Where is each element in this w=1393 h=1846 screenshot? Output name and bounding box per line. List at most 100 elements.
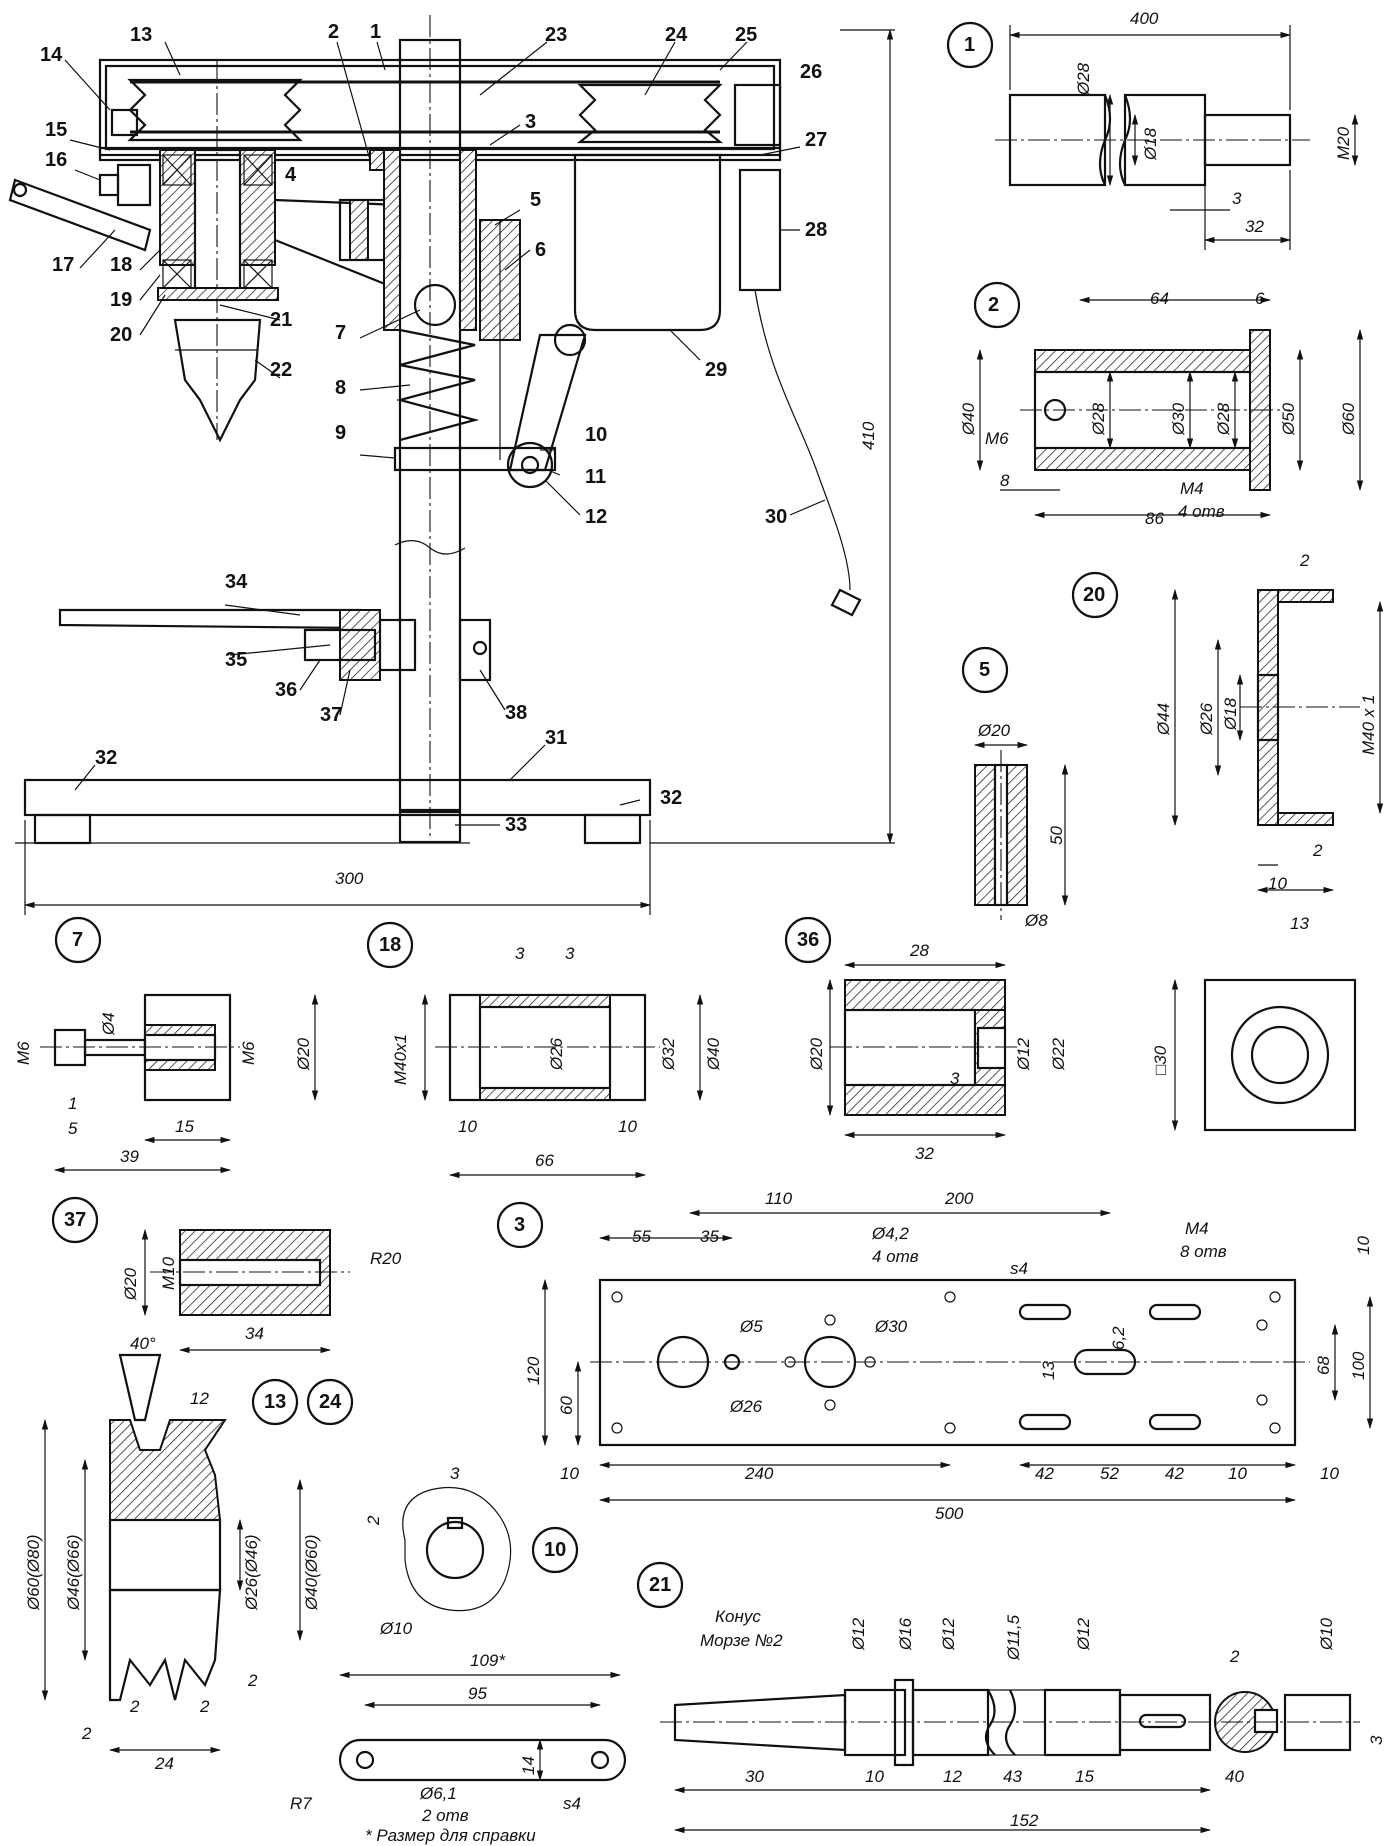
detail-2-id: 2 <box>988 294 1000 316</box>
part-37-label: 37 <box>320 704 343 726</box>
part-34-label: 34 <box>225 571 248 593</box>
detail-2-d28b: Ø28 <box>1214 402 1233 435</box>
detail-36-28: 28 <box>910 941 929 960</box>
detail-21-d12c: Ø12 <box>1074 1617 1093 1650</box>
detail-2-64: 64 <box>1150 289 1169 308</box>
detail-13-d46: Ø46(Ø66) <box>64 1534 83 1610</box>
detail-7-1: 1 <box>68 1094 78 1113</box>
detail-21-morze: Морзе №2 <box>700 1631 783 1650</box>
detail-20-2top: 2 <box>1300 551 1310 570</box>
part-32-right-label: 32 <box>660 787 683 809</box>
detail-36-3: 3 <box>950 1069 960 1088</box>
detail-18-drawing <box>366 921 704 1179</box>
detail-21-d10: Ø10 <box>1317 1617 1336 1650</box>
detail-20-drawing <box>1071 571 1384 894</box>
part-28-label: 28 <box>805 219 828 241</box>
detail-18-d40: Ø40 <box>704 1037 723 1070</box>
detail-18-id: 18 <box>379 934 402 956</box>
detail-2-d40: Ø40 <box>959 402 978 435</box>
detail-20-d26: Ø26 <box>1197 702 1216 735</box>
detail-21-d12b: Ø12 <box>939 1617 958 1650</box>
detail-18-10a: 10 <box>458 1117 477 1136</box>
part-35-label: 35 <box>225 649 248 671</box>
detail-2-d60: Ø60 <box>1339 402 1358 435</box>
detail-10-drawing <box>338 1486 627 1782</box>
detail-2-m4: M4 <box>1180 479 1204 498</box>
detail-10-note: * Размер для справки <box>365 1826 536 1845</box>
detail-7-id: 7 <box>72 929 84 951</box>
detail-21-d16: Ø16 <box>896 1617 915 1650</box>
detail-7-d20: Ø20 <box>294 1037 313 1070</box>
part-24-label: 24 <box>665 24 688 46</box>
detail-10-r7: R7 <box>290 1794 312 1813</box>
part-20-label: 20 <box>110 324 133 346</box>
detail-13-id: 13 <box>264 1391 287 1413</box>
base-width-dim: 300 <box>335 869 364 888</box>
detail-3-42b: 42 <box>1165 1464 1184 1483</box>
detail-2-m6: M6 <box>985 429 1009 448</box>
detail-3-drawing <box>496 1201 1374 1504</box>
detail-18-3b: 3 <box>565 944 575 963</box>
detail-10-95: 95 <box>468 1684 487 1703</box>
detail-1-d18: Ø18 <box>1141 127 1160 160</box>
detail-5-50: 50 <box>1047 826 1066 845</box>
detail-7-5: 5 <box>68 1119 78 1138</box>
detail-2-drawing <box>973 281 1364 519</box>
detail-13-2a: 2 <box>130 1697 140 1716</box>
detail-3-d5: Ø5 <box>740 1317 763 1336</box>
detail-21-id: 21 <box>649 1574 672 1596</box>
detail-1-m20: M20 <box>1334 126 1353 160</box>
detail-37-r20: R20 <box>370 1249 402 1268</box>
detail-3-62: 6,2 <box>1109 1326 1128 1350</box>
detail-36-end-view <box>1171 978 1357 1132</box>
part-6-label: 6 <box>535 239 547 261</box>
part-31-label: 31 <box>545 727 568 749</box>
part-2-label: 2 <box>328 21 340 43</box>
part-23-label: 23 <box>545 24 568 46</box>
detail-13-d40: Ø40(Ø60) <box>302 1534 321 1610</box>
detail-36-id: 36 <box>797 929 820 951</box>
detail-10-d10: Ø10 <box>380 1619 413 1638</box>
detail-1-len: 400 <box>1130 9 1159 28</box>
part-14-label: 14 <box>40 44 63 66</box>
detail-2-86: 86 <box>1145 509 1164 528</box>
detail-20-d18: Ø18 <box>1221 697 1240 730</box>
detail-37-34: 34 <box>245 1324 264 1343</box>
detail-18-3a: 3 <box>515 944 525 963</box>
part-5-label: 5 <box>530 189 542 211</box>
detail-3-4otv: 4 отв <box>872 1247 919 1266</box>
detail-3-110: 110 <box>765 1189 793 1208</box>
detail-21-d12a: Ø12 <box>849 1617 868 1650</box>
part-8-label: 8 <box>335 377 347 399</box>
detail-5-d8: Ø8 <box>1025 911 1048 930</box>
detail-7-d4: Ø4 <box>99 1012 118 1035</box>
detail-3-35: 35 <box>700 1227 719 1246</box>
detail-3-55: 55 <box>632 1227 651 1246</box>
detail-2-d30: Ø30 <box>1169 402 1188 435</box>
detail-3-100: 100 <box>1349 1351 1368 1380</box>
detail-2-6: 6 <box>1255 289 1265 308</box>
detail-18-m40: M40x1 <box>391 1033 410 1085</box>
part-19-label: 19 <box>110 289 133 311</box>
detail-20-d44: Ø44 <box>1154 702 1173 735</box>
detail-13-40deg: 40° <box>130 1334 156 1353</box>
detail-13-12: 12 <box>190 1389 209 1408</box>
detail-18-66: 66 <box>535 1151 554 1170</box>
part-33-label: 33 <box>505 814 528 836</box>
detail-3-240: 240 <box>745 1464 774 1483</box>
detail-3-120: 120 <box>524 1356 543 1385</box>
detail-5-drawing <box>961 646 1069 920</box>
detail-3-s4: s4 <box>1010 1259 1028 1278</box>
detail-21-15: 15 <box>1075 1767 1094 1786</box>
detail-1-d28: Ø28 <box>1074 62 1093 95</box>
detail-3-500: 500 <box>935 1504 964 1523</box>
part-36-label: 36 <box>275 679 298 701</box>
detail-7-m6b: M6 <box>239 1041 258 1065</box>
detail-3-10r1: 10 <box>1228 1464 1247 1483</box>
detail-3-m4: M4 <box>1185 1219 1209 1238</box>
detail-36-d12: Ø12 <box>1014 1037 1033 1070</box>
detail-10-2otv: 2 отв <box>422 1806 469 1825</box>
detail-3-10top: 10 <box>1354 1236 1373 1255</box>
detail-21-40: 40 <box>1225 1767 1244 1786</box>
